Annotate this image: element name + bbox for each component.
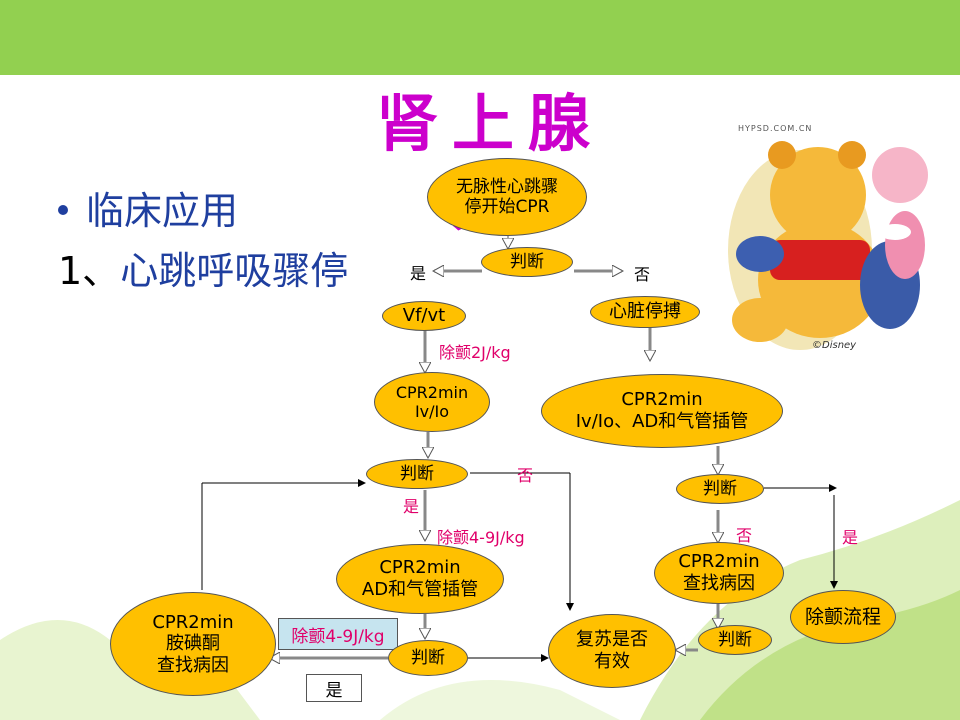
node-asystole: 心脏停搏 [590, 296, 700, 328]
label-yes-left: 是 [403, 497, 420, 516]
node-defib-protocol: 除颤流程 [790, 590, 896, 644]
node-judge-bottom-right: 判断 [698, 625, 772, 655]
node-recovery-effective: 复苏是否 有效 [548, 614, 676, 688]
node-cpr-amiodarone: CPR2min 胺碘酮 查找病因 [110, 592, 276, 696]
node-cpr-ivio-ad-intubation: CPR2min Iv/Io、AD和气管插管 [541, 374, 783, 448]
label-yes-right: 是 [842, 528, 859, 547]
node-cpr-find-cause: CPR2min 查找病因 [654, 542, 784, 604]
node-judge-top: 判断 [481, 247, 573, 277]
illustration-bears [728, 141, 928, 350]
node-vfvt: Vf/vt [382, 301, 466, 331]
label-no-right: 否 [736, 526, 753, 545]
node-cpr-ivio: CPR2min Iv/Io [374, 372, 490, 432]
node-cpr-ad-intubation: CPR2min AD和气管插管 [336, 544, 504, 614]
subheading-text: 心跳呼吸骤停 [120, 249, 349, 293]
top-green-bar [0, 0, 960, 75]
subheading-number: 1、 [58, 249, 121, 293]
disney-credit: ©Disney [812, 340, 857, 351]
subheading: 1、心跳呼吸骤停 [58, 246, 348, 296]
node-judge-left: 判断 [366, 459, 468, 489]
label-yes-top: 是 [410, 264, 427, 283]
label-no-top: 否 [634, 265, 651, 284]
node-judge-right: 判断 [676, 474, 764, 504]
bullet-item: 临床应用 [58, 186, 238, 236]
bullet-dot [58, 204, 68, 215]
node-start-cpr: 无脉性心跳骤 停开始CPR [427, 158, 587, 236]
label-no-left: 否 [517, 466, 534, 485]
bullet-text: 临床应用 [86, 189, 239, 233]
node-judge-bottom: 判断 [388, 640, 468, 676]
label-defib-4-9jkg: 除颤4-9J/kg [437, 528, 525, 547]
site-watermark: HYPSD.COM.CN [738, 124, 813, 133]
label-yes-box: 是 [306, 674, 362, 702]
label-defib-2jkg: 除颤2J/kg [439, 343, 511, 362]
label-defib-4-9jkg-box: 除颤4-9J/kg [278, 618, 398, 650]
